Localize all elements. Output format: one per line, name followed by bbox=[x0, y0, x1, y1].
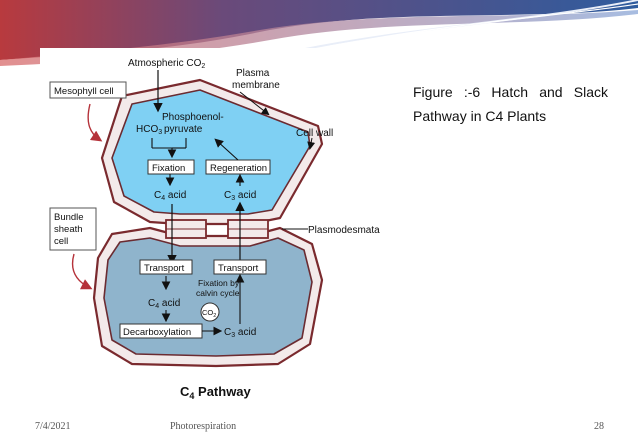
atmospheric-co2-label: Atmospheric CO2 bbox=[128, 58, 205, 70]
pep-label-2: pyruvate bbox=[164, 124, 203, 135]
transport-left-label: Transport bbox=[144, 263, 185, 274]
footer-title: Photorespiration bbox=[170, 421, 237, 432]
co2-circle bbox=[200, 302, 220, 322]
co2-circle-label: CO2 bbox=[202, 308, 216, 319]
plasma-membrane-label-1: Plasma bbox=[236, 68, 270, 79]
plasma-membrane-label-2: membrane bbox=[232, 80, 280, 91]
bundle-label-3: cell bbox=[54, 236, 68, 247]
c4-acid-bundle-label: C4 acid bbox=[148, 298, 180, 310]
fixation-by-label-1: Fixation by bbox=[198, 278, 240, 288]
decarboxylation-label: Decarboxylation bbox=[123, 327, 191, 338]
c3-acid-mesophyll-label: C3 acid bbox=[224, 190, 256, 202]
page-number: 28 bbox=[594, 421, 604, 432]
c4-pathway-diagram: Atmospheric CO2 Mesophyll cell Plasma me… bbox=[49, 58, 380, 401]
footer-date: 7/4/2021 bbox=[35, 421, 71, 432]
pathway-title: C4 Pathway bbox=[180, 384, 252, 401]
bundle-sheath-box bbox=[49, 207, 97, 251]
bundle-label-2: sheath bbox=[54, 224, 83, 235]
c4-acid-mesophyll-label: C4 acid bbox=[154, 190, 186, 202]
fixation-box bbox=[147, 159, 195, 175]
caption-line-2: Pathway in C4 Plants bbox=[413, 108, 547, 124]
transport-right-label: Transport bbox=[218, 263, 259, 274]
mesophyll-cell-label: Mesophyll cell bbox=[54, 86, 114, 97]
regeneration-label: Regeneration bbox=[210, 163, 267, 174]
bundle-label-1: Bundle bbox=[54, 212, 84, 223]
caption-line-1: Figure :-6 Hatch and Slack bbox=[413, 84, 608, 100]
c4-pathway-figure: Atmospheric CO2 Mesophyll cell Plasma me… bbox=[40, 48, 395, 406]
figure-caption: Figure :-6 Hatch and Slack Pathway in C4… bbox=[413, 80, 608, 128]
c3-acid-bundle-label: C3 acid bbox=[224, 327, 256, 339]
cell-wall-label: Cell wall bbox=[296, 128, 333, 139]
transport-left-box bbox=[139, 259, 193, 275]
pep-label-1: Phosphoenol- bbox=[162, 112, 224, 123]
hco3-label: HCO3 bbox=[136, 124, 162, 136]
plasmodesmata-label: Plasmodesmata bbox=[308, 225, 380, 236]
mesophyll-cell-box bbox=[49, 81, 127, 99]
fixation-by-label-2: calvin cycle bbox=[196, 288, 240, 298]
mesophyll-cell-body bbox=[111, 89, 311, 215]
fixation-label: Fixation bbox=[152, 163, 185, 174]
